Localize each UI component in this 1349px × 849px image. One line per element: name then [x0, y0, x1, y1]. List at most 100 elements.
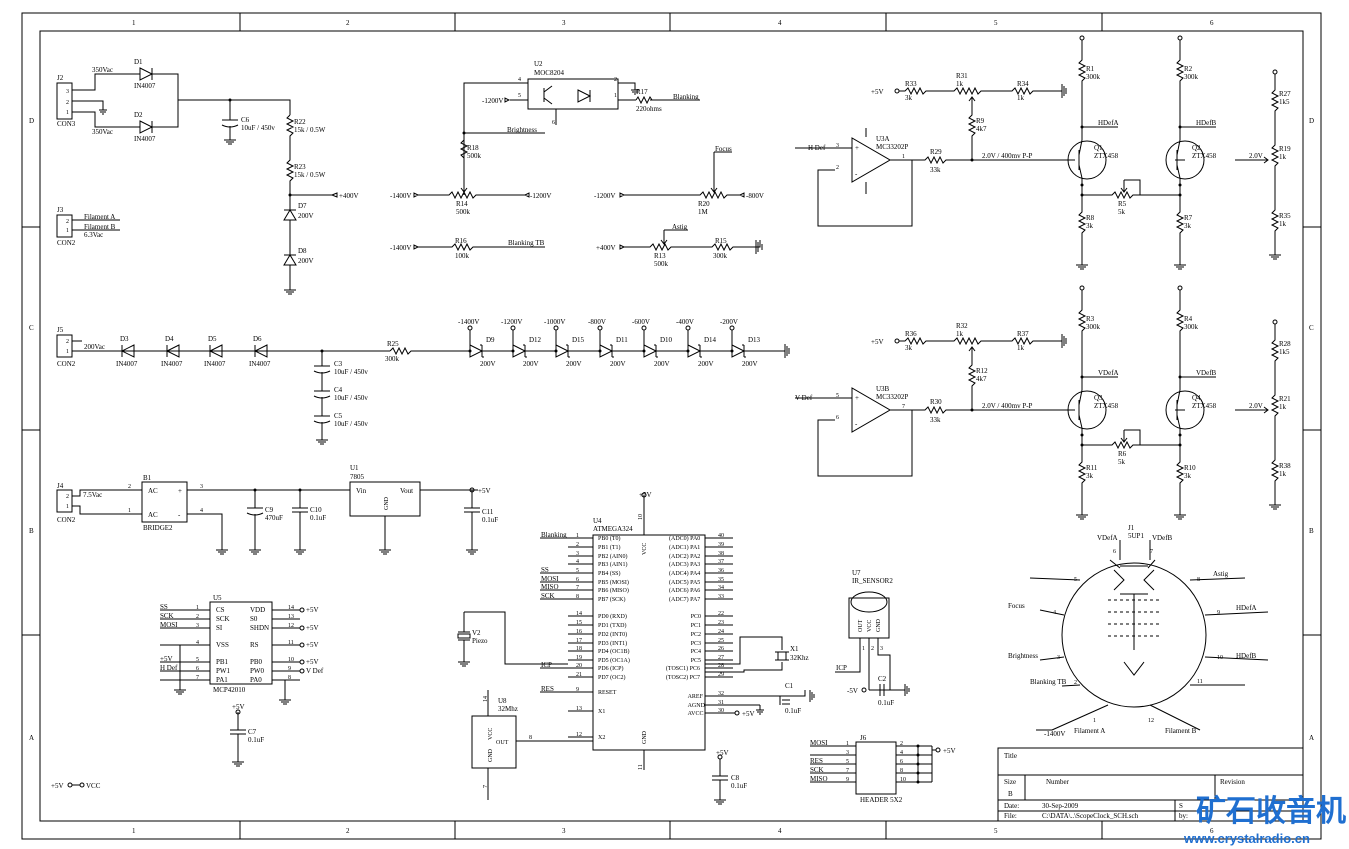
revision-label: Revision [1220, 778, 1245, 786]
svg-text:1k: 1k [1279, 220, 1287, 228]
svg-text:R4: R4 [1184, 315, 1193, 323]
svg-text:R15: R15 [715, 237, 727, 245]
frame-col-bottom: 2 [346, 827, 350, 835]
crt-pin-number: 9 [1217, 610, 1220, 616]
svg-text:9: 9 [576, 687, 579, 693]
svg-text:39: 39 [718, 542, 724, 548]
svg-text:1k: 1k [1017, 94, 1025, 102]
svg-text:C10: C10 [310, 506, 322, 514]
svg-text:200V: 200V [298, 212, 314, 220]
svg-text:MOC8204: MOC8204 [534, 69, 564, 77]
svg-text:1k5: 1k5 [1279, 98, 1290, 106]
svg-text:14: 14 [288, 605, 294, 611]
header-net: SCK [810, 766, 824, 774]
svg-text:ZTX458: ZTX458 [1094, 152, 1119, 160]
svg-text:200Vac: 200Vac [84, 343, 105, 351]
frame-col-bottom: 5 [994, 827, 998, 835]
mcu-pin-name: (ADC1) PA1 [669, 544, 700, 551]
svg-text:31: 31 [718, 700, 724, 706]
crt-pin-number: 3 [1057, 655, 1060, 661]
rectifier-diode-part: IN4007 [161, 360, 183, 368]
svg-text:29: 29 [718, 672, 724, 678]
svg-text:+5V: +5V [742, 710, 755, 718]
svg-text:C7: C7 [248, 728, 257, 736]
mcu-pin-name: AGND [688, 703, 706, 709]
svg-text:R36: R36 [905, 330, 917, 338]
svg-text:3: 3 [196, 623, 199, 629]
svg-text:28: 28 [718, 663, 724, 669]
svg-text:500k: 500k [467, 152, 482, 160]
svg-text:8: 8 [576, 594, 579, 600]
header-net: MISO [810, 775, 828, 783]
svg-text:0.1uF: 0.1uF [785, 707, 801, 715]
svg-text:-1400V: -1400V [390, 244, 411, 252]
mcu-net: ICP [541, 661, 552, 669]
size-value: B [1008, 790, 1013, 798]
svg-text:3k: 3k [1086, 472, 1094, 480]
svg-text:Vout: Vout [400, 487, 413, 495]
svg-text:7: 7 [196, 675, 199, 681]
svg-text:1M: 1M [698, 208, 709, 216]
svg-text:GND: GND [642, 730, 648, 744]
mcu-pin-name: PB4 (SS) [598, 570, 621, 577]
svg-text:1: 1 [66, 504, 69, 510]
svg-text:15k / 0.5W: 15k / 0.5W [294, 126, 326, 134]
frame-col-top: 2 [346, 19, 350, 27]
svg-text:3k: 3k [1086, 222, 1094, 230]
bias-voltage: 2.0V [1249, 152, 1263, 160]
svg-text:8: 8 [900, 768, 903, 774]
frame-row-right: C [1309, 324, 1314, 332]
svg-text:1k: 1k [956, 330, 964, 338]
svg-text:MC33202P: MC33202P [876, 393, 908, 401]
svg-text:GND: GND [876, 618, 882, 632]
svg-text:15k / 0.5W: 15k / 0.5W [294, 171, 326, 179]
j4-connector [56, 489, 73, 513]
svg-text:BRIDGE2: BRIDGE2 [143, 524, 173, 532]
svg-text:R29: R29 [930, 148, 942, 156]
svg-text:6.3Vac: 6.3Vac [84, 231, 103, 239]
svg-text:3: 3 [66, 89, 69, 95]
mcu-pin-name: (ADC2) PA2 [669, 553, 700, 560]
svg-text:5: 5 [196, 657, 199, 663]
header-net: RES [810, 757, 823, 765]
mcu-pin-name: PD0 (RXD) [598, 613, 627, 620]
svg-text:R12: R12 [976, 367, 988, 375]
svg-text:100k: 100k [455, 252, 470, 260]
svg-text:23: 23 [718, 620, 724, 626]
dac-net: SCK [160, 612, 174, 620]
zener-tap-voltage: -800V [588, 318, 606, 326]
svg-text:32Mhz: 32Mhz [498, 705, 518, 713]
mcu-pin-name: PC3 [691, 641, 701, 647]
watermark: 矿石收音机 www.crystalradio.cn [1183, 794, 1346, 846]
svg-text:5k: 5k [1118, 208, 1126, 216]
svg-text:CON3: CON3 [57, 120, 76, 128]
frame-row-left: D [29, 117, 34, 125]
svg-text:35: 35 [718, 577, 724, 583]
mcu-pin-name: PD5 (OC1A) [598, 657, 630, 664]
deflection-input-net: H Def [808, 144, 826, 152]
svg-text:0.1uF: 0.1uF [310, 514, 326, 522]
svg-text:26: 26 [718, 646, 724, 652]
svg-text:R16: R16 [455, 237, 467, 245]
svg-text:D7: D7 [298, 202, 307, 210]
svg-text:6: 6 [552, 120, 555, 126]
svg-text:25: 25 [718, 638, 724, 644]
svg-text:350Vac: 350Vac [92, 66, 113, 74]
svg-text:1: 1 [614, 93, 617, 99]
svg-text:34: 34 [718, 585, 724, 591]
svg-text:MCP42010: MCP42010 [213, 686, 246, 694]
zener-voltage: 200V [654, 360, 670, 368]
svg-text:C6: C6 [241, 116, 250, 124]
mcu-pin-name: (ADC6) PA6 [669, 587, 700, 594]
svg-text:ATMEGA324: ATMEGA324 [593, 525, 633, 533]
svg-text:R35: R35 [1279, 212, 1291, 220]
svg-text:3k: 3k [1184, 222, 1192, 230]
svg-text:6: 6 [196, 666, 199, 672]
svg-text:24: 24 [718, 629, 724, 635]
svg-text:R22: R22 [294, 118, 306, 126]
svg-text:0.1uF: 0.1uF [878, 699, 894, 707]
svg-text:X1: X1 [790, 645, 799, 653]
